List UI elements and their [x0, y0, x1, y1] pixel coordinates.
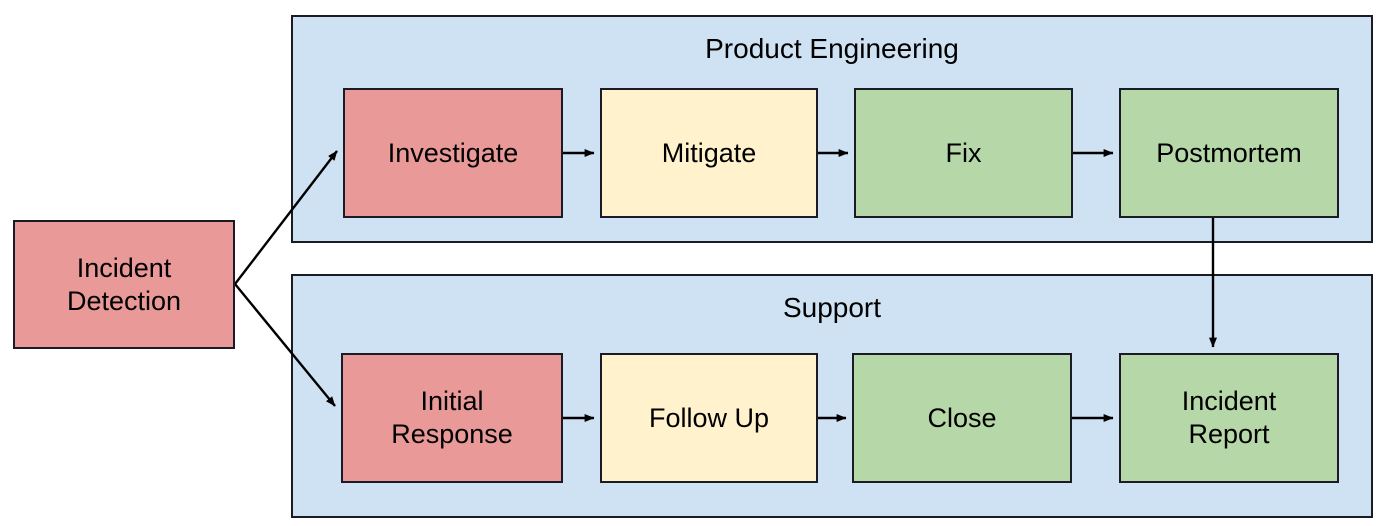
- node-follow-up[interactable]: Follow Up: [600, 353, 818, 483]
- node-close[interactable]: Close: [852, 353, 1072, 483]
- node-fix[interactable]: Fix: [854, 88, 1073, 218]
- node-label: Follow Up: [648, 402, 770, 433]
- node-investigate[interactable]: Investigate: [343, 88, 563, 218]
- node-mitigate[interactable]: Mitigate: [600, 88, 818, 218]
- swimlane-title-support: Support: [782, 292, 882, 323]
- node-label: Mitigate: [661, 137, 757, 168]
- node-label: Postmortem: [1156, 137, 1302, 168]
- node-label: Investigate: [387, 137, 519, 168]
- node-label: Close: [927, 402, 997, 433]
- node-label: Fix: [945, 137, 982, 168]
- node-postmortem[interactable]: Postmortem: [1119, 88, 1339, 218]
- swimlane-title-product-engineering: Product Engineering: [705, 33, 959, 64]
